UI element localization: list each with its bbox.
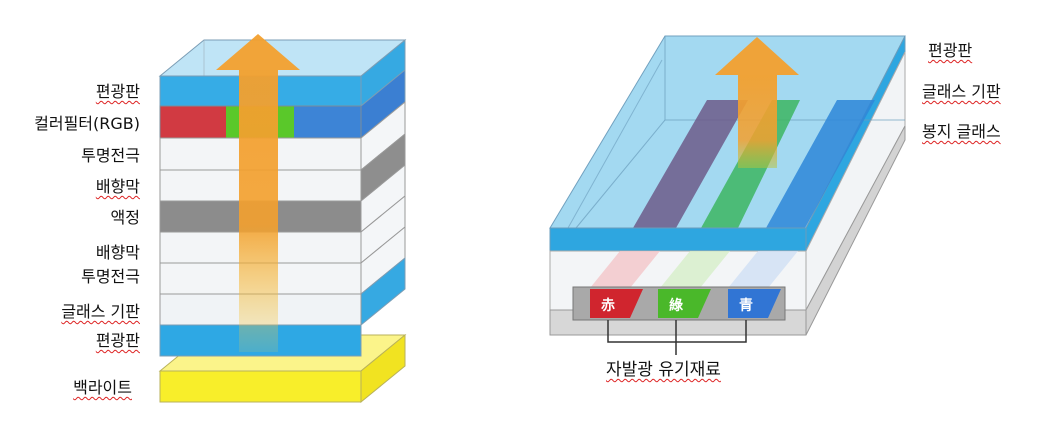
chip-blue: 青: [728, 289, 781, 318]
chip-green: 綠: [658, 289, 711, 318]
color-filter-blue: [294, 106, 361, 138]
label-oled-glass-substrate: 글래스 기판: [922, 82, 1001, 101]
red-stripe: [633, 100, 748, 228]
label-liquid-crystal: 액정: [110, 208, 140, 227]
bracket-line: [607, 320, 747, 343]
color-filter-red: [160, 106, 226, 138]
svg-text:綠: 綠: [669, 297, 684, 314]
label-alignment-bottom: 배향막: [95, 243, 140, 262]
chip-red: 赤: [590, 289, 643, 318]
label-alignment-top: 배향막: [95, 177, 140, 196]
svg-text:赤: 赤: [601, 298, 615, 314]
label-organic-material: 자발광 유기재료: [606, 360, 721, 380]
label-polarizer-top: 편광판: [95, 82, 140, 101]
oled-polarizer-front: [549, 227, 807, 252]
label-oled-sealing-glass: 봉지 글래스: [922, 122, 1001, 141]
oled-panel: 赤 綠 青: [549, 35, 906, 355]
label-polarizer-bottom: 편광판: [95, 331, 140, 350]
label-backlight: 백라이트: [73, 378, 132, 397]
svg-text:青: 青: [739, 297, 753, 314]
blue-stripe: [766, 100, 875, 228]
label-transparent-electrode-bottom: 투명전극: [81, 267, 140, 286]
lcd-stack: [158, 34, 407, 404]
label-transparent-electrode-top: 투명전극: [81, 146, 140, 165]
label-oled-polarizer: 편광판: [928, 41, 973, 60]
light-arrow-icon: [715, 37, 799, 168]
label-glass-substrate: 글래스 기판: [61, 302, 140, 321]
label-color-filter: 컬러필터(RGB): [34, 114, 140, 133]
light-arrow-icon: [216, 34, 300, 352]
